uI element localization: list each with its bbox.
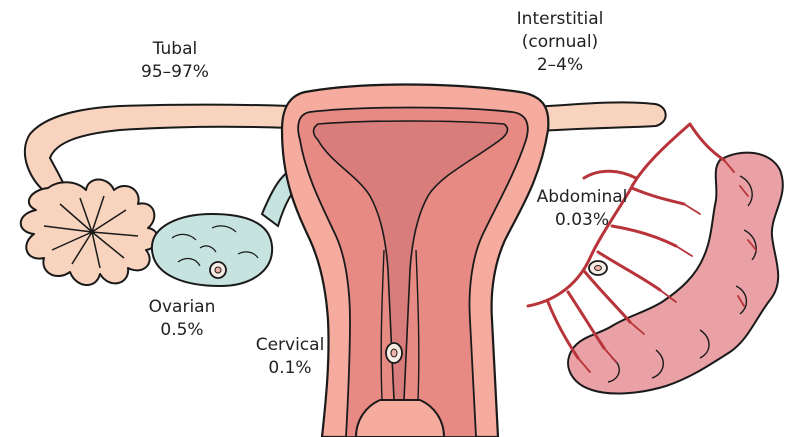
label-interstitial-sub: (cornual) (495, 31, 625, 54)
label-ovarian-name: Ovarian (127, 296, 237, 319)
label-abdominal-name: Abdominal (522, 186, 642, 209)
label-interstitial: Interstitial (cornual) 2–4% (495, 8, 625, 77)
label-ovarian-pct: 0.5% (127, 319, 237, 342)
label-tubal: Tubal 95–97% (120, 38, 230, 84)
uterus (282, 85, 548, 437)
label-abdominal: Abdominal 0.03% (522, 186, 642, 232)
bowel (528, 124, 783, 393)
cervix-os (356, 400, 444, 437)
label-tubal-pct: 95–97% (120, 61, 230, 84)
ovary (152, 166, 302, 286)
cervical-embryo-core (391, 349, 397, 357)
label-interstitial-pct: 2–4% (495, 54, 625, 77)
label-cervical: Cervical 0.1% (235, 334, 345, 380)
abdominal-embryo-core (595, 266, 602, 271)
label-abdominal-pct: 0.03% (522, 209, 642, 232)
label-cervical-name: Cervical (235, 334, 345, 357)
label-tubal-name: Tubal (120, 38, 230, 61)
label-ovarian: Ovarian 0.5% (127, 296, 237, 342)
ovarian-embryo-core (215, 267, 221, 273)
label-cervical-pct: 0.1% (235, 357, 345, 380)
label-interstitial-name: Interstitial (495, 8, 625, 31)
